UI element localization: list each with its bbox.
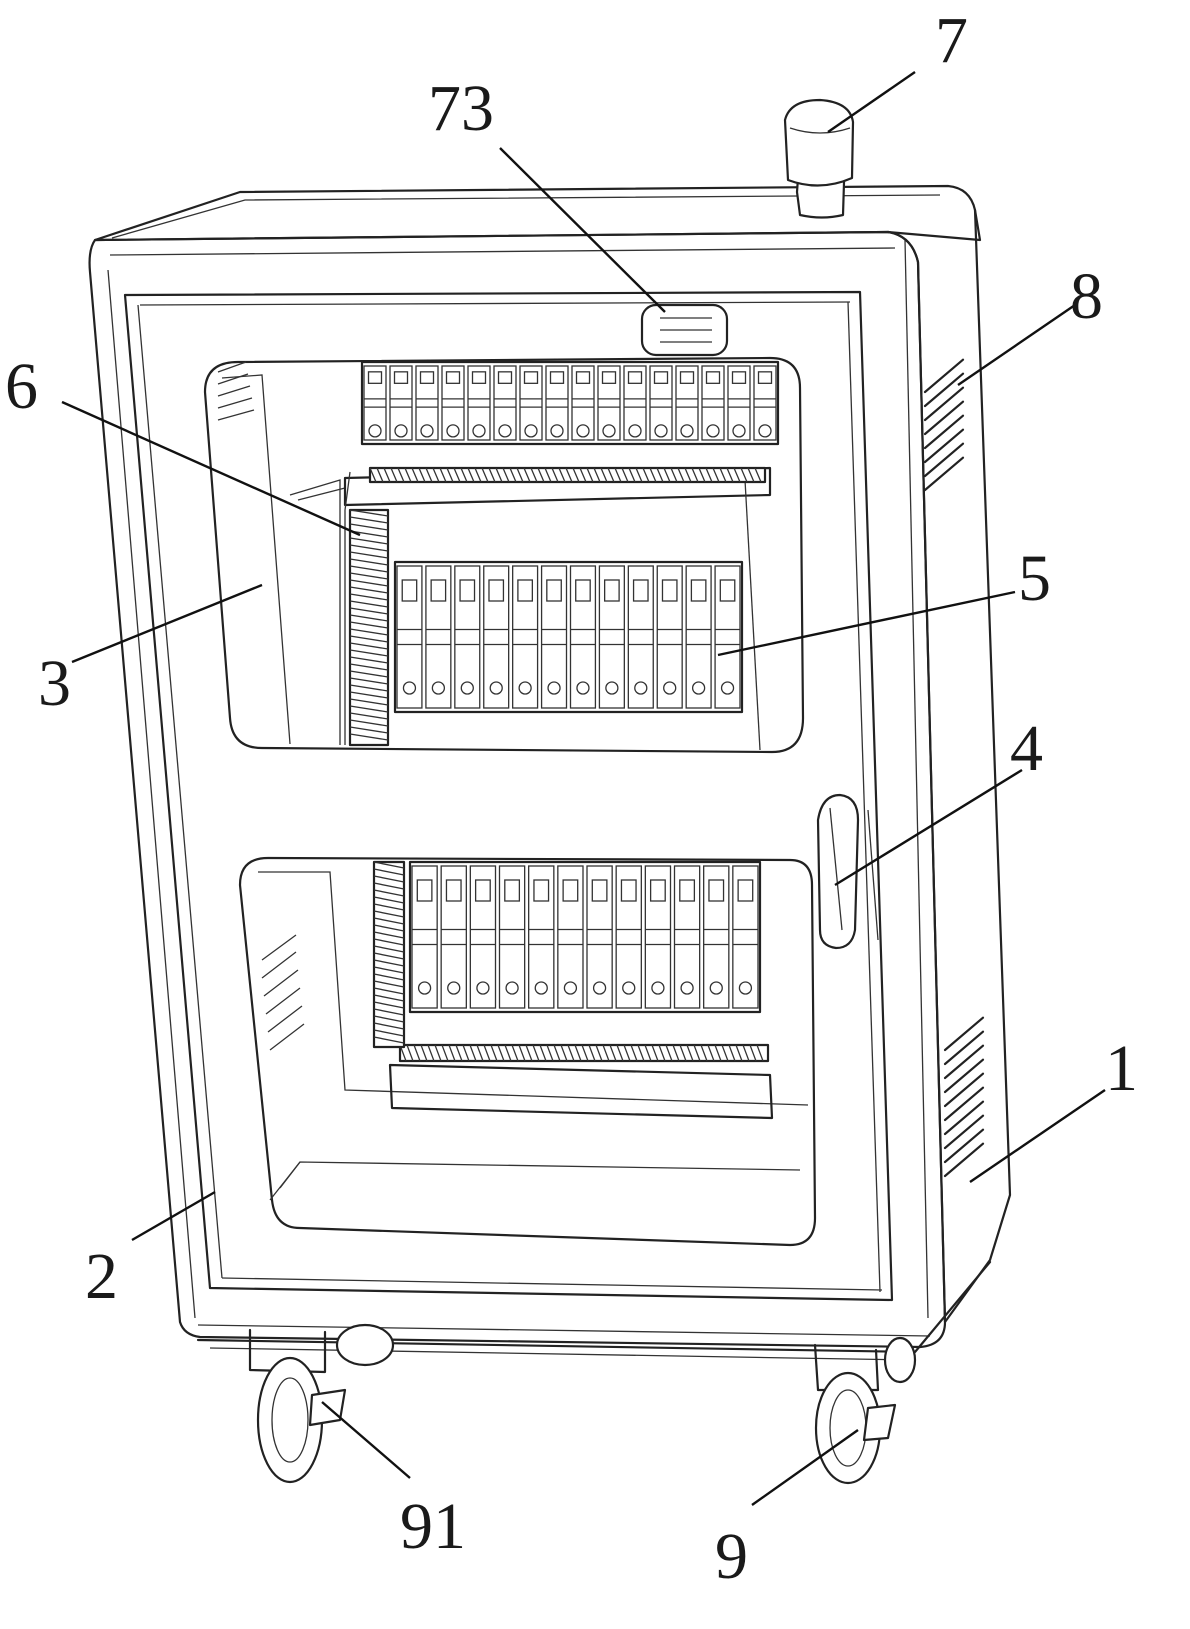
label-2: 2 bbox=[85, 1240, 118, 1313]
breaker-module bbox=[714, 565, 741, 709]
breaker-module bbox=[411, 865, 438, 1009]
trunking-lower bbox=[398, 1043, 770, 1063]
breaker-module bbox=[483, 565, 510, 709]
label-8: 8 bbox=[1070, 260, 1103, 333]
label-9: 9 bbox=[715, 1520, 748, 1593]
breaker-row-mid-row bbox=[393, 560, 744, 714]
leader-73 bbox=[499, 147, 666, 313]
breaker-module bbox=[454, 565, 481, 709]
leader-6 bbox=[61, 400, 361, 537]
breaker-module bbox=[685, 565, 712, 709]
breaker-module bbox=[512, 565, 539, 709]
label-3: 3 bbox=[38, 647, 71, 720]
breaker-module bbox=[363, 365, 387, 441]
breaker-module bbox=[440, 865, 467, 1009]
breaker-module bbox=[389, 365, 413, 441]
breaker-module bbox=[519, 365, 543, 441]
breaker-rows bbox=[360, 360, 780, 1014]
breaker-module bbox=[701, 365, 725, 441]
breaker-module bbox=[540, 565, 568, 709]
label-4: 4 bbox=[1010, 712, 1043, 785]
trunking-lower-left bbox=[372, 860, 406, 1049]
breaker-module bbox=[732, 865, 759, 1009]
breaker-module bbox=[396, 565, 423, 709]
breaker-module bbox=[753, 365, 777, 441]
label-73: 73 bbox=[428, 72, 494, 145]
lower-window bbox=[238, 856, 817, 1247]
breaker-module bbox=[656, 565, 683, 709]
caster-front-left bbox=[248, 1328, 347, 1484]
breaker-module bbox=[528, 865, 555, 1009]
side-vents bbox=[923, 358, 985, 1178]
trunking-left bbox=[348, 508, 390, 747]
breaker-module bbox=[703, 865, 730, 1009]
label-7: 7 bbox=[935, 4, 968, 77]
display-panel bbox=[640, 303, 729, 357]
leader-2 bbox=[131, 1190, 216, 1242]
leader-9 bbox=[751, 1429, 859, 1506]
casters bbox=[248, 1323, 917, 1485]
breaker-module bbox=[545, 365, 569, 441]
breaker-module bbox=[467, 365, 491, 441]
leader-lines bbox=[61, 71, 1106, 1506]
caster-front-right bbox=[813, 1343, 897, 1485]
label-1: 1 bbox=[1105, 1032, 1138, 1105]
leader-7 bbox=[827, 71, 916, 133]
label-6: 6 bbox=[5, 350, 38, 423]
leader-3 bbox=[71, 583, 263, 664]
upper-inner-vents bbox=[217, 361, 255, 421]
breaker-module bbox=[569, 565, 597, 709]
vent-slot-group bbox=[923, 358, 965, 492]
breaker-module bbox=[627, 565, 654, 709]
breaker-module bbox=[498, 865, 526, 1009]
warning-light bbox=[783, 98, 855, 219]
door-handle bbox=[816, 793, 879, 950]
breaker-module bbox=[493, 365, 517, 441]
breaker-module bbox=[615, 865, 642, 1009]
breaker-module bbox=[644, 865, 672, 1009]
breaker-module bbox=[649, 365, 673, 441]
trunking-top bbox=[368, 466, 767, 484]
leader-4 bbox=[834, 768, 1023, 887]
leader-8 bbox=[957, 304, 1076, 386]
breaker-module bbox=[441, 365, 465, 441]
label-91: 91 bbox=[400, 1490, 466, 1563]
mounting-plate bbox=[343, 466, 774, 1120]
caster-rear-left bbox=[335, 1323, 395, 1367]
breaker-row-top-row bbox=[360, 360, 780, 446]
leader-91 bbox=[321, 1401, 411, 1479]
vent-slot-group bbox=[943, 1016, 985, 1178]
breaker-module bbox=[597, 365, 621, 441]
breaker-module bbox=[673, 865, 701, 1009]
reference-numerals: 73 7 8 6 5 3 4 1 2 91 9 bbox=[5, 4, 1138, 1593]
breaker-module bbox=[586, 865, 613, 1009]
breaker-module bbox=[571, 365, 595, 441]
breaker-module bbox=[469, 865, 497, 1009]
cabinet-door bbox=[123, 290, 894, 1302]
leader-1 bbox=[969, 1089, 1106, 1183]
breaker-module bbox=[415, 365, 439, 441]
breaker-module bbox=[727, 365, 751, 441]
caster-rear-right bbox=[883, 1336, 917, 1384]
breaker-row-low-row bbox=[408, 860, 762, 1014]
breaker-module bbox=[623, 365, 647, 441]
breaker-module bbox=[557, 865, 584, 1009]
label-5: 5 bbox=[1018, 542, 1051, 615]
upper-window bbox=[203, 356, 805, 754]
breaker-module bbox=[598, 565, 625, 709]
leader-5 bbox=[717, 590, 1016, 657]
lower-inner-vents bbox=[261, 934, 305, 1051]
breaker-module bbox=[675, 365, 699, 441]
breaker-module bbox=[425, 565, 452, 709]
